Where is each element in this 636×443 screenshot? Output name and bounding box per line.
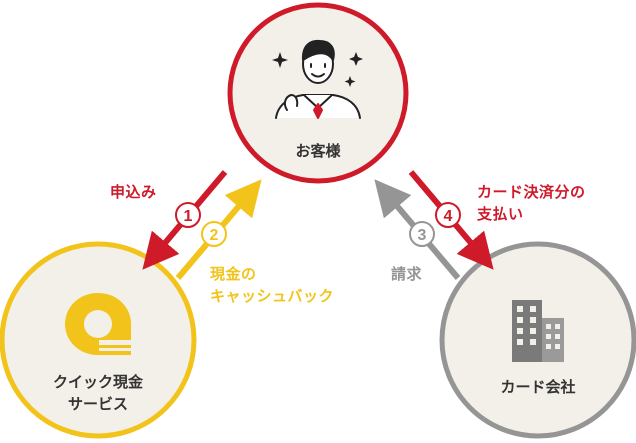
step-badge-3: 3 <box>409 221 435 247</box>
card-company-label: カード会社 <box>478 376 598 398</box>
step-number-4: 4 <box>444 208 453 225</box>
step-label-3: 請求 <box>391 264 422 284</box>
step-label-1: 申込み <box>110 182 157 202</box>
step-label-4-line1: カード決済分の <box>477 183 586 201</box>
person-icon <box>272 39 363 119</box>
step-badge-1: 1 <box>175 202 201 228</box>
customer-circle <box>227 2 409 184</box>
step-label-4-line2: 支払い <box>477 205 524 223</box>
step-label-2-line2: キャッシュバック <box>210 287 335 305</box>
step-badge-2: 2 <box>201 221 227 247</box>
step-number-1: 1 <box>184 208 193 225</box>
customer-label-text: お客様 <box>295 142 341 160</box>
step-badge-4: 4 <box>435 202 461 228</box>
step-label-1-text: 申込み <box>110 183 157 201</box>
customer-label: お客様 <box>268 140 368 162</box>
card-company-label-text: カード会社 <box>500 378 576 396</box>
building-icon <box>512 300 564 362</box>
quick-cash-label: クイック現金 サービス <box>38 371 158 415</box>
step-number-3: 3 <box>418 227 427 244</box>
quick-cash-label-line1: クイック現金 <box>52 373 143 391</box>
step-label-4: カード決済分の 支払い <box>477 181 586 225</box>
step-number-2: 2 <box>210 227 219 244</box>
quick-cash-logo-icon <box>65 293 131 355</box>
step-label-2-line1: 現金の <box>210 265 257 283</box>
quick-cash-label-line2: サービス <box>67 395 128 413</box>
step-label-3-text: 請求 <box>391 265 423 283</box>
step-label-2: 現金の キャッシュバック <box>210 263 334 307</box>
